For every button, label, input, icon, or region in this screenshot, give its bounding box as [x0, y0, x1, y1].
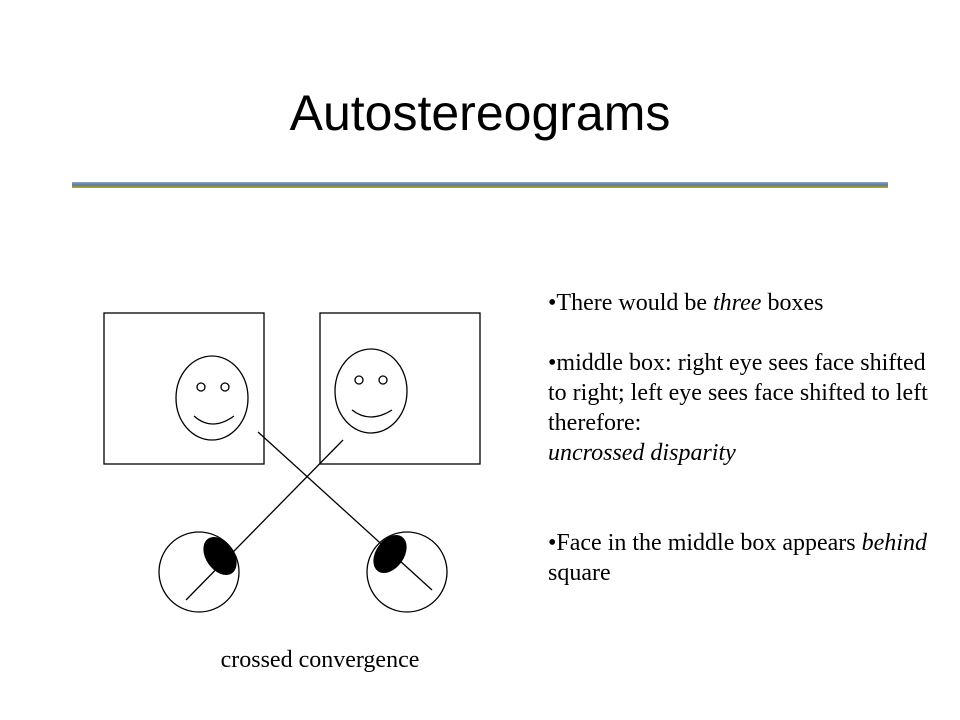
diagram-caption: crossed convergence	[220, 647, 420, 673]
left-face	[175, 355, 249, 441]
bullet-middle-box: •middle box: right eye sees face shifted…	[548, 350, 928, 466]
bullet-three-boxes: •There would be three boxes	[548, 290, 824, 316]
left-square	[103, 312, 265, 465]
title-underline	[72, 182, 888, 188]
right-pupil	[373, 535, 407, 573]
bullet-behind-square: •Face in the middle box appears behind s…	[548, 530, 927, 586]
right-square	[319, 312, 481, 465]
right-eye	[366, 531, 448, 613]
left-pupil	[203, 537, 237, 575]
slide-title: Autostereograms	[289, 85, 671, 141]
bullet-list: •There would be three boxes •middle box:…	[548, 288, 928, 588]
right-face	[334, 348, 408, 434]
left-eye-sight-line	[185, 439, 344, 601]
right-eye-sight-line	[257, 431, 433, 591]
left-eye	[158, 531, 240, 613]
